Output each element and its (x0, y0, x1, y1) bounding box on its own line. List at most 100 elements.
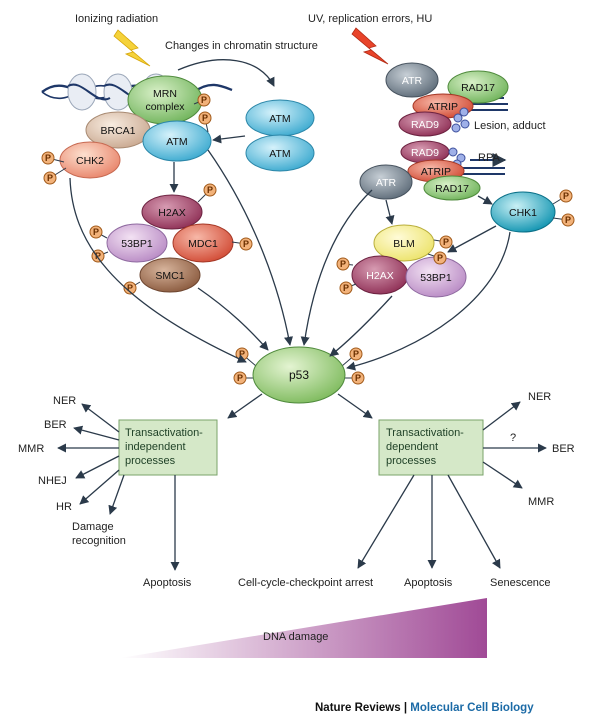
outcome-apoptosis-left: Apoptosis (143, 577, 192, 589)
phospho-label: P (565, 215, 571, 225)
lesion-label: Lesion, adduct (474, 120, 546, 132)
rpa-beads-top (451, 107, 470, 133)
svg-text:ATRIP: ATRIP (421, 166, 451, 178)
53bp1-right-node: 53BP1 (405, 256, 467, 298)
left-output-arrows (57, 403, 180, 571)
phospho-label: P (437, 253, 443, 263)
svg-text:CHK2: CHK2 (76, 155, 104, 167)
smc1-node: SMC1 (139, 257, 201, 293)
question-mark: ? (510, 432, 516, 444)
svg-text:RAD17: RAD17 (461, 82, 495, 94)
svg-text:H2AX: H2AX (366, 270, 393, 282)
phospho-label: P (340, 259, 346, 269)
phospho-circle (439, 235, 453, 249)
left-output-ber: BER (44, 419, 67, 431)
phospho-label: P (243, 239, 249, 249)
svg-text:ATM: ATM (269, 113, 290, 125)
svg-text:MDC1: MDC1 (188, 238, 218, 250)
rpa-label: RPA (478, 152, 500, 164)
atr-top-node: ATR (385, 62, 439, 98)
footer-separator: | (401, 702, 411, 714)
chromatin-label: Changes in chromatin structure (165, 40, 318, 52)
phospho-label: P (353, 349, 359, 359)
transactivation-dependent-box: Transactivation- dependent processes (378, 419, 484, 476)
outcome-checkpoint-arrest: Cell-cycle-checkpoint arrest (238, 577, 373, 589)
svg-text:dependent: dependent (386, 441, 438, 453)
phospho-label: P (127, 283, 133, 293)
phospho-label: P (239, 349, 245, 359)
phospho-label: P (207, 185, 213, 195)
left-output-mmr: MMR (18, 443, 44, 455)
phospho-circle (336, 257, 350, 271)
svg-text:ATM: ATM (269, 148, 290, 160)
right-output-ner: NER (528, 391, 551, 403)
phospho-label: P (563, 191, 569, 201)
phospho-circle (559, 189, 573, 203)
phospho-circle (43, 171, 57, 185)
arrow-atr-to-blm (385, 199, 395, 225)
arrow-chromatin-to-atm-dimer (177, 59, 275, 87)
svg-text:RAD9: RAD9 (411, 119, 439, 131)
arrows-into-p53 (69, 149, 511, 371)
53bp1-node: 53BP1 (106, 223, 168, 263)
svg-text:processes: processes (125, 455, 176, 467)
stimulus-uv: UV, replication errors, HU (308, 13, 432, 25)
dna-damage-label: DNA damage (263, 631, 328, 643)
phospho-label: P (343, 283, 349, 293)
right-output-ber: BER (552, 443, 575, 455)
phospho-label: P (355, 373, 361, 383)
h2ax-right-node: H2AX (351, 255, 409, 295)
phospho-circle (351, 371, 365, 385)
svg-text:BLM: BLM (393, 238, 415, 250)
arrow-p53-to-dependent (337, 393, 373, 419)
phospho-circle (433, 251, 447, 265)
svg-text:BRCA1: BRCA1 (100, 125, 135, 137)
svg-text:H2AX: H2AX (158, 207, 185, 219)
phospho-label: P (93, 227, 99, 237)
svg-text:MRN: MRN (153, 88, 177, 100)
right-output-arrows (357, 401, 547, 569)
phospho-circle (561, 213, 575, 227)
damage-recognition-line2: recognition (72, 535, 126, 547)
phospho-circle (197, 93, 211, 107)
arrow-p53-to-independent (227, 393, 263, 419)
svg-text:ATR: ATR (376, 177, 397, 189)
svg-text:ATM: ATM (166, 136, 187, 148)
rad9-top-node: RAD9 (398, 111, 452, 137)
chk1-node: CHK1 (490, 191, 556, 233)
svg-text:ATRIP: ATRIP (428, 101, 458, 113)
svg-text:CHK1: CHK1 (509, 207, 537, 219)
phospho-circle (239, 237, 253, 251)
phospho-circle (123, 281, 137, 295)
p53-node: p53 (252, 346, 346, 404)
phospho-label: P (443, 237, 449, 247)
blm-node: BLM (373, 224, 435, 262)
rad17-bottom-node: RAD17 (423, 175, 481, 201)
outcome-senescence: Senescence (490, 577, 551, 589)
svg-text:processes: processes (386, 455, 437, 467)
lightning-yellow-icon (113, 29, 151, 67)
phospho-circle (203, 183, 217, 197)
left-output-nhej: NHEJ (38, 475, 67, 487)
phospho-label: P (237, 373, 243, 383)
svg-text:53BP1: 53BP1 (420, 272, 452, 284)
phospho-label: P (202, 113, 208, 123)
rad17-top-node: RAD17 (447, 70, 509, 104)
footer-text: Nature Reviews | Molecular Cell Biology (315, 702, 534, 714)
dna-damage-gradient (120, 598, 487, 658)
phospho-label: P (45, 153, 51, 163)
phospho-label: P (201, 95, 207, 105)
svg-text:independent: independent (125, 441, 186, 453)
footer-section: Molecular Cell Biology (410, 702, 534, 714)
svg-text:p53: p53 (289, 368, 309, 382)
transactivation-independent-box: Transactivation- independent processes (118, 419, 218, 476)
phospho-circle (349, 347, 363, 361)
footer-journal: Nature Reviews (315, 702, 401, 714)
svg-text:RAD17: RAD17 (435, 183, 469, 195)
phospho-circle (233, 371, 247, 385)
atm-dimer-top-node: ATM (245, 99, 315, 137)
phospho-label: P (95, 251, 101, 261)
svg-text:SMC1: SMC1 (155, 270, 184, 282)
